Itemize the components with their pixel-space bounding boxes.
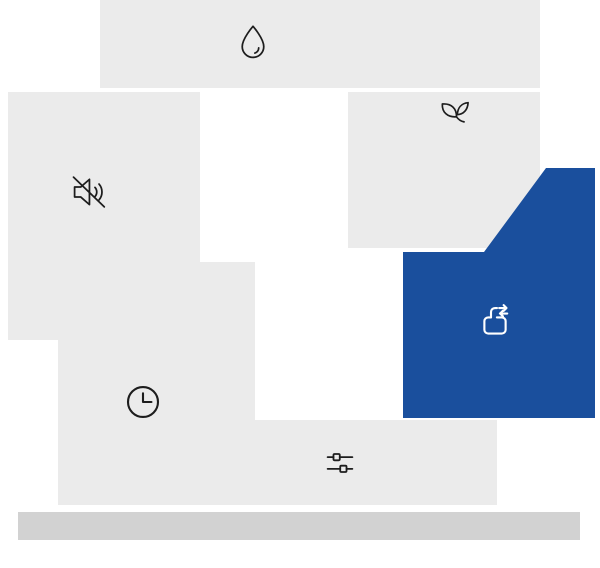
tile-water-drop[interactable] <box>100 0 540 88</box>
clock-icon <box>124 383 162 421</box>
bottom-bar <box>18 512 580 540</box>
water-drop-icon <box>234 22 272 62</box>
tile-settings[interactable] <box>200 420 497 505</box>
tap-transfer-icon <box>475 302 515 342</box>
leaves-icon <box>436 94 474 132</box>
speaker-muted-icon <box>68 172 112 212</box>
sliders-icon <box>322 445 358 481</box>
